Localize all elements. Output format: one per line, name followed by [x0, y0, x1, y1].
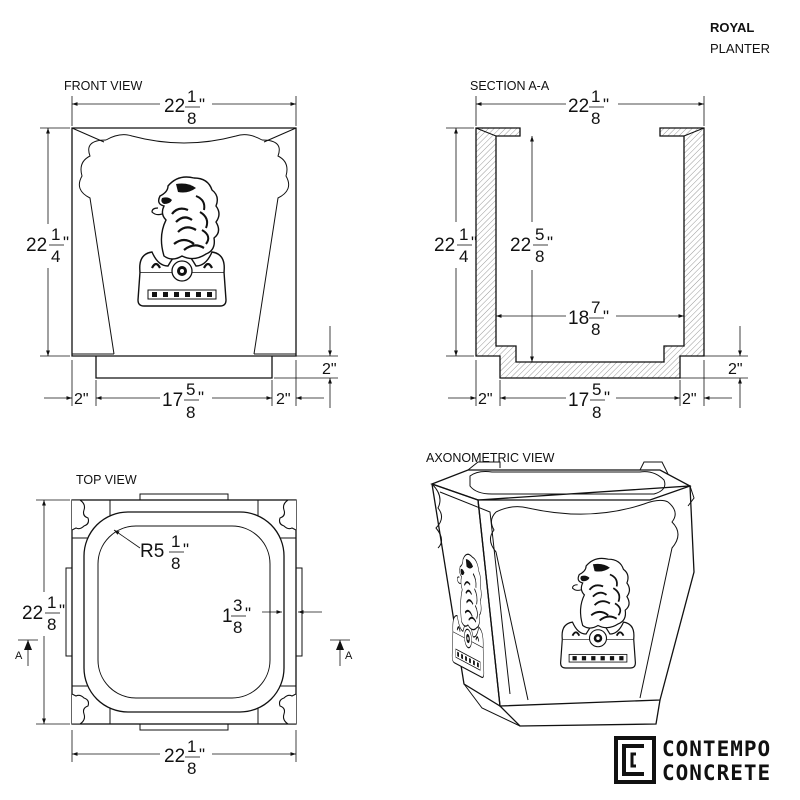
section-marker-right: A: [330, 639, 353, 666]
svg-text:": ": [245, 604, 251, 623]
svg-text:8: 8: [591, 109, 600, 128]
top-radius-dimension: R5 1 8 ": [140, 532, 189, 573]
svg-text:1: 1: [222, 606, 233, 627]
svg-text:8: 8: [592, 403, 601, 422]
svg-text:8: 8: [535, 247, 544, 266]
front-height-dimension: 22 1 4 ": [26, 225, 69, 266]
svg-text:8: 8: [47, 615, 56, 634]
axonometric-view-label: AXONOMETRIC VIEW: [426, 451, 555, 465]
front-left-offset: 2": [74, 391, 89, 408]
svg-text:5: 5: [186, 380, 195, 399]
svg-text:22: 22: [510, 235, 531, 256]
section-view: SECTION A-A 22 1 8 " 22 1 4 ": [434, 79, 748, 422]
logo-line-1: CONTEMPO: [662, 737, 771, 761]
svg-text:1: 1: [187, 87, 196, 106]
section-right-offset: 2": [682, 391, 697, 408]
section-base-height: 2": [728, 361, 743, 378]
svg-text:18: 18: [568, 308, 589, 329]
svg-text:22: 22: [164, 96, 185, 117]
svg-text:": ": [198, 388, 204, 407]
svg-text:A: A: [345, 650, 353, 662]
top-view-label: TOP VIEW: [76, 473, 137, 487]
top-height-dimension: 22 1 8 ": [22, 593, 65, 634]
contempo-concrete-logo: CONTEMPO CONCRETE: [614, 736, 771, 785]
svg-text:8: 8: [186, 403, 195, 422]
section-height-dimension: 22 1 4 ": [434, 225, 477, 266]
contempo-logo-mark-icon: [614, 736, 656, 784]
svg-text:": ": [199, 95, 205, 114]
section-view-label: SECTION A-A: [470, 79, 550, 93]
lion-crest-icon: [451, 544, 485, 680]
lion-crest-icon: [559, 557, 637, 669]
svg-text:": ": [604, 388, 610, 407]
top-width-dimension: 22 1 8 ": [164, 737, 205, 778]
section-marker-left: A: [15, 639, 38, 666]
svg-text:22: 22: [22, 603, 43, 624]
svg-text:22: 22: [568, 96, 589, 117]
section-left-offset: 2": [478, 391, 493, 408]
section-width-dimension: 22 1 8 ": [568, 87, 609, 128]
svg-text:": ": [199, 745, 205, 764]
svg-text:8: 8: [187, 109, 196, 128]
svg-text:1: 1: [51, 225, 60, 244]
top-view: TOP VIEW R5 1 8 " 1: [15, 473, 353, 778]
svg-text:": ": [183, 540, 189, 559]
svg-text:3: 3: [233, 596, 242, 615]
svg-text:5: 5: [592, 380, 601, 399]
front-view: FRONT VIEW 22 1 8 " 22 1 4: [26, 79, 338, 422]
svg-text:R5: R5: [140, 541, 164, 562]
svg-text:8: 8: [591, 320, 600, 339]
front-base-width-dimension: 17 5 8 ": [162, 380, 204, 422]
svg-text:1: 1: [459, 225, 468, 244]
svg-text:": ": [603, 95, 609, 114]
svg-text:22: 22: [26, 235, 47, 256]
svg-text:17: 17: [162, 390, 183, 411]
svg-text:": ": [63, 233, 69, 252]
svg-text:4: 4: [51, 247, 60, 266]
svg-text:": ": [603, 307, 609, 326]
svg-text:A: A: [15, 650, 23, 662]
top-wall-dimension: 1 3 8 ": [222, 596, 251, 637]
svg-text:": ": [547, 233, 553, 252]
svg-text:1: 1: [591, 87, 600, 106]
svg-text:8: 8: [187, 759, 196, 778]
svg-text:1: 1: [187, 737, 196, 756]
front-base-height: 2": [322, 361, 337, 378]
svg-text:8: 8: [233, 618, 242, 637]
svg-text:22: 22: [434, 235, 455, 256]
section-inner-height-dimension: 22 5 8 ": [510, 225, 553, 266]
front-right-offset: 2": [276, 391, 291, 408]
front-view-label: FRONT VIEW: [64, 79, 142, 93]
section-inner-width-dimension: 18 7 8 ": [568, 298, 609, 339]
axonometric-view: AXONOMETRIC VIEW: [426, 451, 695, 727]
planter-name: ROYAL: [710, 20, 754, 35]
svg-text:": ": [471, 233, 477, 252]
svg-text:7: 7: [591, 298, 600, 317]
lion-crest-icon: [136, 175, 228, 308]
svg-text:8: 8: [171, 554, 180, 573]
svg-text:22: 22: [164, 746, 185, 767]
front-width-dimension: 22 1 8 ": [164, 87, 205, 128]
logo-line-2: CONCRETE: [662, 761, 771, 785]
planter-type: PLANTER: [710, 41, 770, 56]
svg-text:": ": [59, 601, 65, 620]
section-base-width-dimension: 17 5 8 ": [568, 380, 610, 422]
svg-text:1: 1: [47, 593, 56, 612]
svg-text:4: 4: [459, 247, 468, 266]
svg-text:17: 17: [568, 390, 589, 411]
svg-text:1: 1: [171, 532, 180, 551]
svg-text:5: 5: [535, 225, 544, 244]
